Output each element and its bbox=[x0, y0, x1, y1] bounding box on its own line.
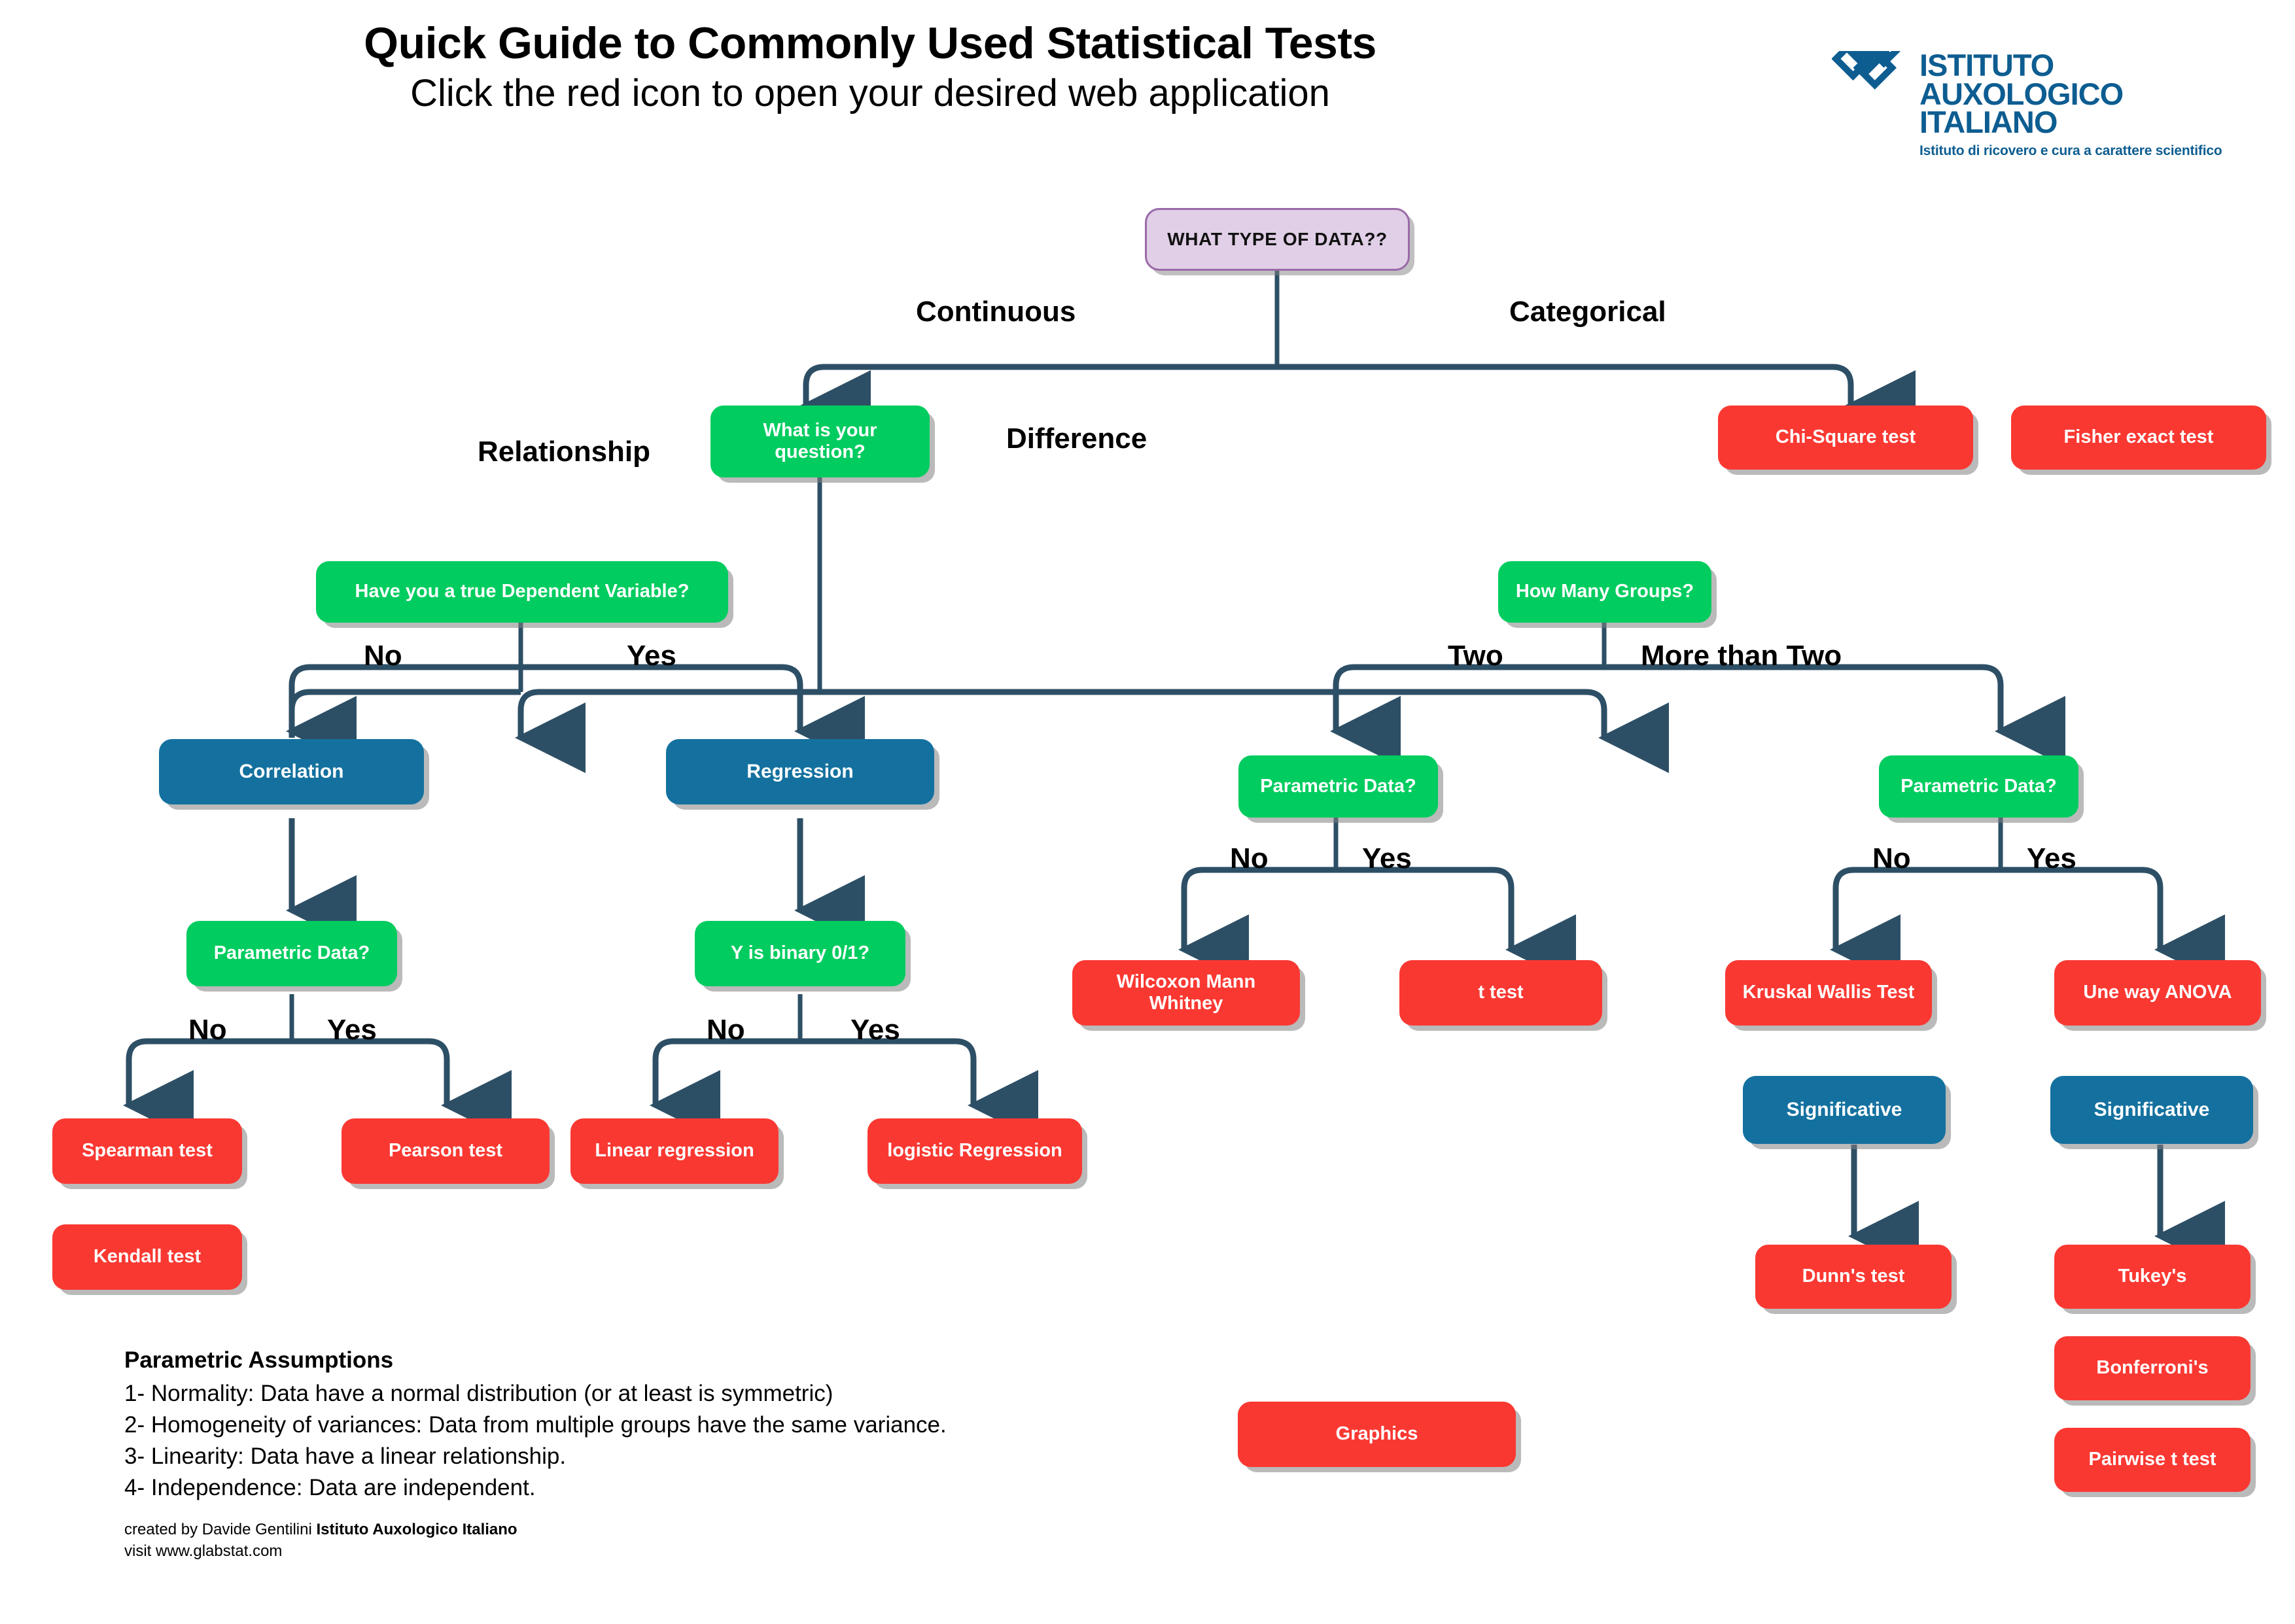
logo-tagline: Istituto di ricovero e cura a carattere … bbox=[1919, 143, 2222, 159]
node-dunns-test[interactable]: Dunn's test bbox=[1755, 1245, 1952, 1309]
node-y-is-binary[interactable]: Y is binary 0/1? bbox=[695, 921, 905, 986]
node-tukeys[interactable]: Tukey's bbox=[2054, 1245, 2251, 1309]
node-une-way-anova[interactable]: Une way ANOVA bbox=[2054, 960, 2261, 1026]
note-line-2: 2- Homogeneity of variances: Data from m… bbox=[124, 1411, 947, 1438]
node-significative-kruskal[interactable]: Significative bbox=[1743, 1076, 1946, 1144]
notes-title: Parametric Assumptions bbox=[124, 1347, 394, 1373]
node-kendall-test[interactable]: Kendall test bbox=[52, 1224, 242, 1290]
node-bonferronis[interactable]: Bonferroni's bbox=[2054, 1336, 2251, 1400]
edge-label-dv-yes: Yes bbox=[627, 640, 676, 672]
edge-label-continuous: Continuous bbox=[916, 296, 1076, 328]
node-what-is-your-question[interactable]: What is your question? bbox=[710, 406, 930, 477]
note-line-1: 1- Normality: Data have a normal distrib… bbox=[124, 1381, 833, 1406]
node-regression[interactable]: Regression bbox=[666, 739, 934, 804]
edge-label-reg-no: No bbox=[707, 1014, 745, 1046]
edge-label-groups-more: More than Two bbox=[1641, 640, 1842, 672]
edge-label-more-no: No bbox=[1872, 842, 1911, 874]
edge-label-reg-yes: Yes bbox=[850, 1014, 900, 1046]
edge-label-groups-two: Two bbox=[1448, 640, 1503, 672]
page-subtitle: Click the red icon to open your desired … bbox=[410, 72, 1330, 115]
node-how-many-groups[interactable]: How Many Groups? bbox=[1498, 561, 1711, 623]
node-correlation[interactable]: Correlation bbox=[159, 739, 424, 804]
edge-label-more-yes: Yes bbox=[2027, 842, 2076, 874]
node-parametric-data-two-groups[interactable]: Parametric Data? bbox=[1238, 755, 1438, 818]
node-spearman-test[interactable]: Spearman test bbox=[52, 1118, 242, 1184]
node-logistic-regression[interactable]: logistic Regression bbox=[867, 1118, 1082, 1184]
credit-created-prefix: created by Davide Gentilini bbox=[124, 1521, 317, 1538]
page-title: Quick Guide to Commonly Used Statistical… bbox=[364, 18, 1376, 68]
credit-created-org: Istituto Auxologico Italiano bbox=[316, 1521, 517, 1538]
node-kruskal-wallis-test[interactable]: Kruskal Wallis Test bbox=[1725, 960, 1932, 1026]
credit-created-by: created by Davide Gentilini Istituto Aux… bbox=[124, 1519, 517, 1540]
credit-visit: visit www.glabstat.com bbox=[124, 1542, 283, 1561]
node-wilcoxon-mann-whitney[interactable]: Wilcoxon Mann Whitney bbox=[1072, 960, 1300, 1026]
logo-line-1: ISTITUTO bbox=[1919, 48, 2054, 82]
edge-label-two-no: No bbox=[1230, 842, 1269, 874]
edge-label-relationship: Relationship bbox=[478, 436, 651, 468]
node-parametric-data-correlation[interactable]: Parametric Data? bbox=[186, 921, 397, 986]
node-significative-anova[interactable]: Significative bbox=[2050, 1076, 2253, 1144]
edge-label-corr-no: No bbox=[188, 1014, 227, 1046]
edge-label-corr-yes: Yes bbox=[327, 1014, 377, 1046]
edge-label-difference: Difference bbox=[1006, 423, 1148, 455]
edge-label-dv-no: No bbox=[364, 640, 402, 672]
diamond-cross-logo-icon bbox=[1832, 51, 1905, 90]
edge-label-categorical: Categorical bbox=[1509, 296, 1666, 328]
header: Quick Guide to Commonly Used Statistical… bbox=[0, 18, 1740, 116]
edge-label-two-yes: Yes bbox=[1362, 842, 1412, 874]
node-chi-square-test[interactable]: Chi-Square test bbox=[1718, 406, 1973, 470]
node-what-type-of-data[interactable]: WHAT TYPE OF DATA?? bbox=[1145, 208, 1410, 271]
note-line-3: 3- Linearity: Data have a linear relatio… bbox=[124, 1443, 567, 1469]
credits: created by Davide Gentilini Istituto Aux… bbox=[124, 1519, 517, 1562]
parametric-assumptions-note: Parametric Assumptions 1- Normality: Dat… bbox=[124, 1347, 947, 1504]
istituto-auxologico-logo: ISTITUTO AUXOLOGICO ITALIANO Istituto di… bbox=[1832, 48, 2222, 159]
node-t-test[interactable]: t test bbox=[1399, 960, 1602, 1026]
node-parametric-data-more-groups[interactable]: Parametric Data? bbox=[1879, 755, 2078, 818]
logo-line-3: ITALIANO bbox=[1919, 105, 2058, 140]
node-have-true-dependent-variable[interactable]: Have you a true Dependent Variable? bbox=[316, 561, 728, 623]
node-fisher-exact-test[interactable]: Fisher exact test bbox=[2011, 406, 2266, 470]
node-linear-regression[interactable]: Linear regression bbox=[570, 1118, 779, 1184]
logo-line-2: AUXOLOGICO bbox=[1919, 76, 2124, 111]
note-line-4: 4- Independence: Data are independent. bbox=[124, 1474, 536, 1500]
node-pairwise-t-test[interactable]: Pairwise t test bbox=[2054, 1428, 2251, 1492]
node-pearson-test[interactable]: Pearson test bbox=[342, 1118, 550, 1184]
node-graphics[interactable]: Graphics bbox=[1238, 1402, 1516, 1467]
